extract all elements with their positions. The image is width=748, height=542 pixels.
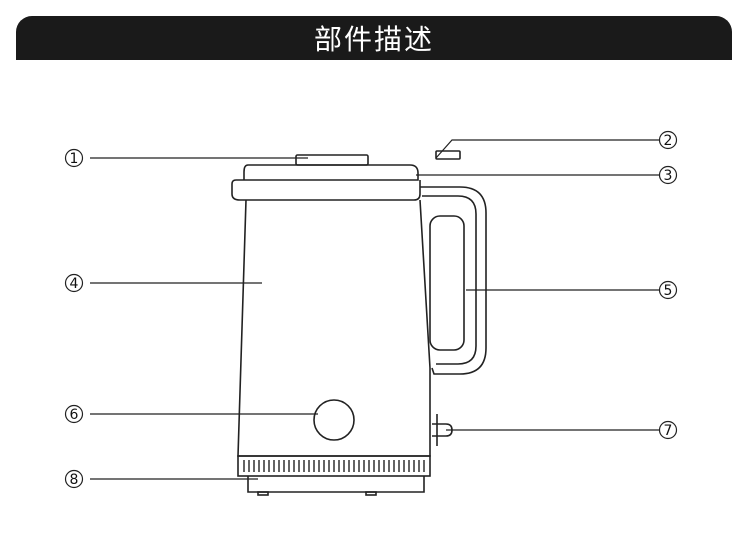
- callout-3-label: 3: [664, 168, 673, 184]
- handle-outer: [420, 186, 487, 375]
- header-bar: 部件描述: [16, 16, 732, 60]
- callout-7-label: 7: [664, 423, 673, 439]
- base-foot-right: [365, 491, 377, 496]
- callout-4: 4: [64, 273, 84, 293]
- leader-line-2: [435, 139, 660, 159]
- callout-1-label: 1: [70, 151, 79, 167]
- callout-2-label: 2: [664, 133, 673, 149]
- callout-6-label: 6: [70, 407, 79, 423]
- callout-1: 1: [64, 148, 84, 168]
- callout-7: 7: [658, 420, 678, 440]
- handle-grip: [429, 215, 465, 351]
- handle-inner: [422, 195, 477, 365]
- power-switch: [313, 399, 355, 441]
- callout-5-label: 5: [664, 283, 673, 299]
- page-title: 部件描述: [313, 23, 434, 56]
- callout-4-label: 4: [70, 276, 79, 292]
- callout-3: 3: [658, 165, 678, 185]
- leader-lines: [90, 139, 660, 480]
- callout-5: 5: [658, 280, 678, 300]
- callout-2: 2: [658, 130, 678, 150]
- kettle-illustration: [231, 150, 487, 496]
- lid: [231, 164, 421, 201]
- callout-8-label: 8: [70, 472, 79, 488]
- vent-slots: [243, 460, 425, 472]
- callout-6: 6: [64, 404, 84, 424]
- release-button: [435, 150, 461, 160]
- base-foot-left: [257, 491, 269, 496]
- callout-8: 8: [64, 469, 84, 489]
- power-base: [247, 476, 425, 493]
- vented-ring: [237, 455, 431, 477]
- lid-button: [295, 154, 369, 166]
- kettle-body: [237, 199, 431, 457]
- lid-edge: [243, 164, 249, 180]
